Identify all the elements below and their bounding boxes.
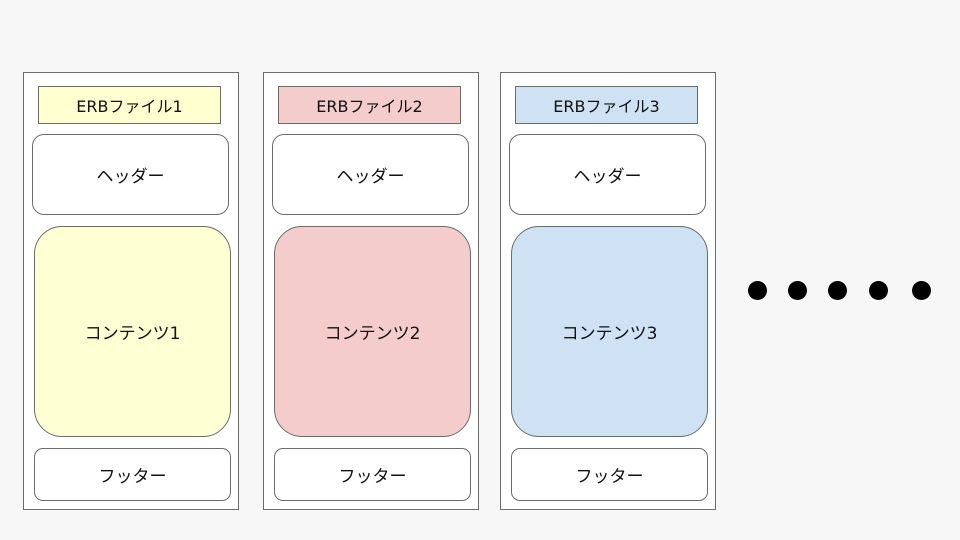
erb-file-2-title: ERBファイル2	[278, 86, 461, 124]
erb-file-2-content: コンテンツ2	[274, 226, 471, 437]
erb-file-1-column: ERBファイル1 ヘッダー コンテンツ1 フッター	[23, 72, 239, 510]
ellipsis-dot	[828, 281, 847, 300]
erb-file-2-header: ヘッダー	[272, 134, 469, 215]
erb-file-3-header: ヘッダー	[509, 134, 706, 215]
erb-file-3-title: ERBファイル3	[515, 86, 698, 124]
ellipsis-dot	[912, 281, 931, 300]
ellipsis-dot	[869, 281, 888, 300]
erb-file-2-column: ERBファイル2 ヘッダー コンテンツ2 フッター	[263, 72, 479, 510]
erb-file-3-column: ERBファイル3 ヘッダー コンテンツ3 フッター	[500, 72, 716, 510]
ellipsis-dots	[748, 281, 938, 301]
ellipsis-dot	[788, 281, 807, 300]
erb-file-1-header: ヘッダー	[32, 134, 229, 215]
erb-file-2-footer: フッター	[274, 448, 471, 501]
erb-file-3-content: コンテンツ3	[511, 226, 708, 437]
erb-file-3-footer: フッター	[511, 448, 708, 501]
erb-file-1-title: ERBファイル1	[38, 86, 221, 124]
erb-file-1-content: コンテンツ1	[34, 226, 231, 437]
ellipsis-dot	[748, 281, 767, 300]
erb-file-1-footer: フッター	[34, 448, 231, 501]
